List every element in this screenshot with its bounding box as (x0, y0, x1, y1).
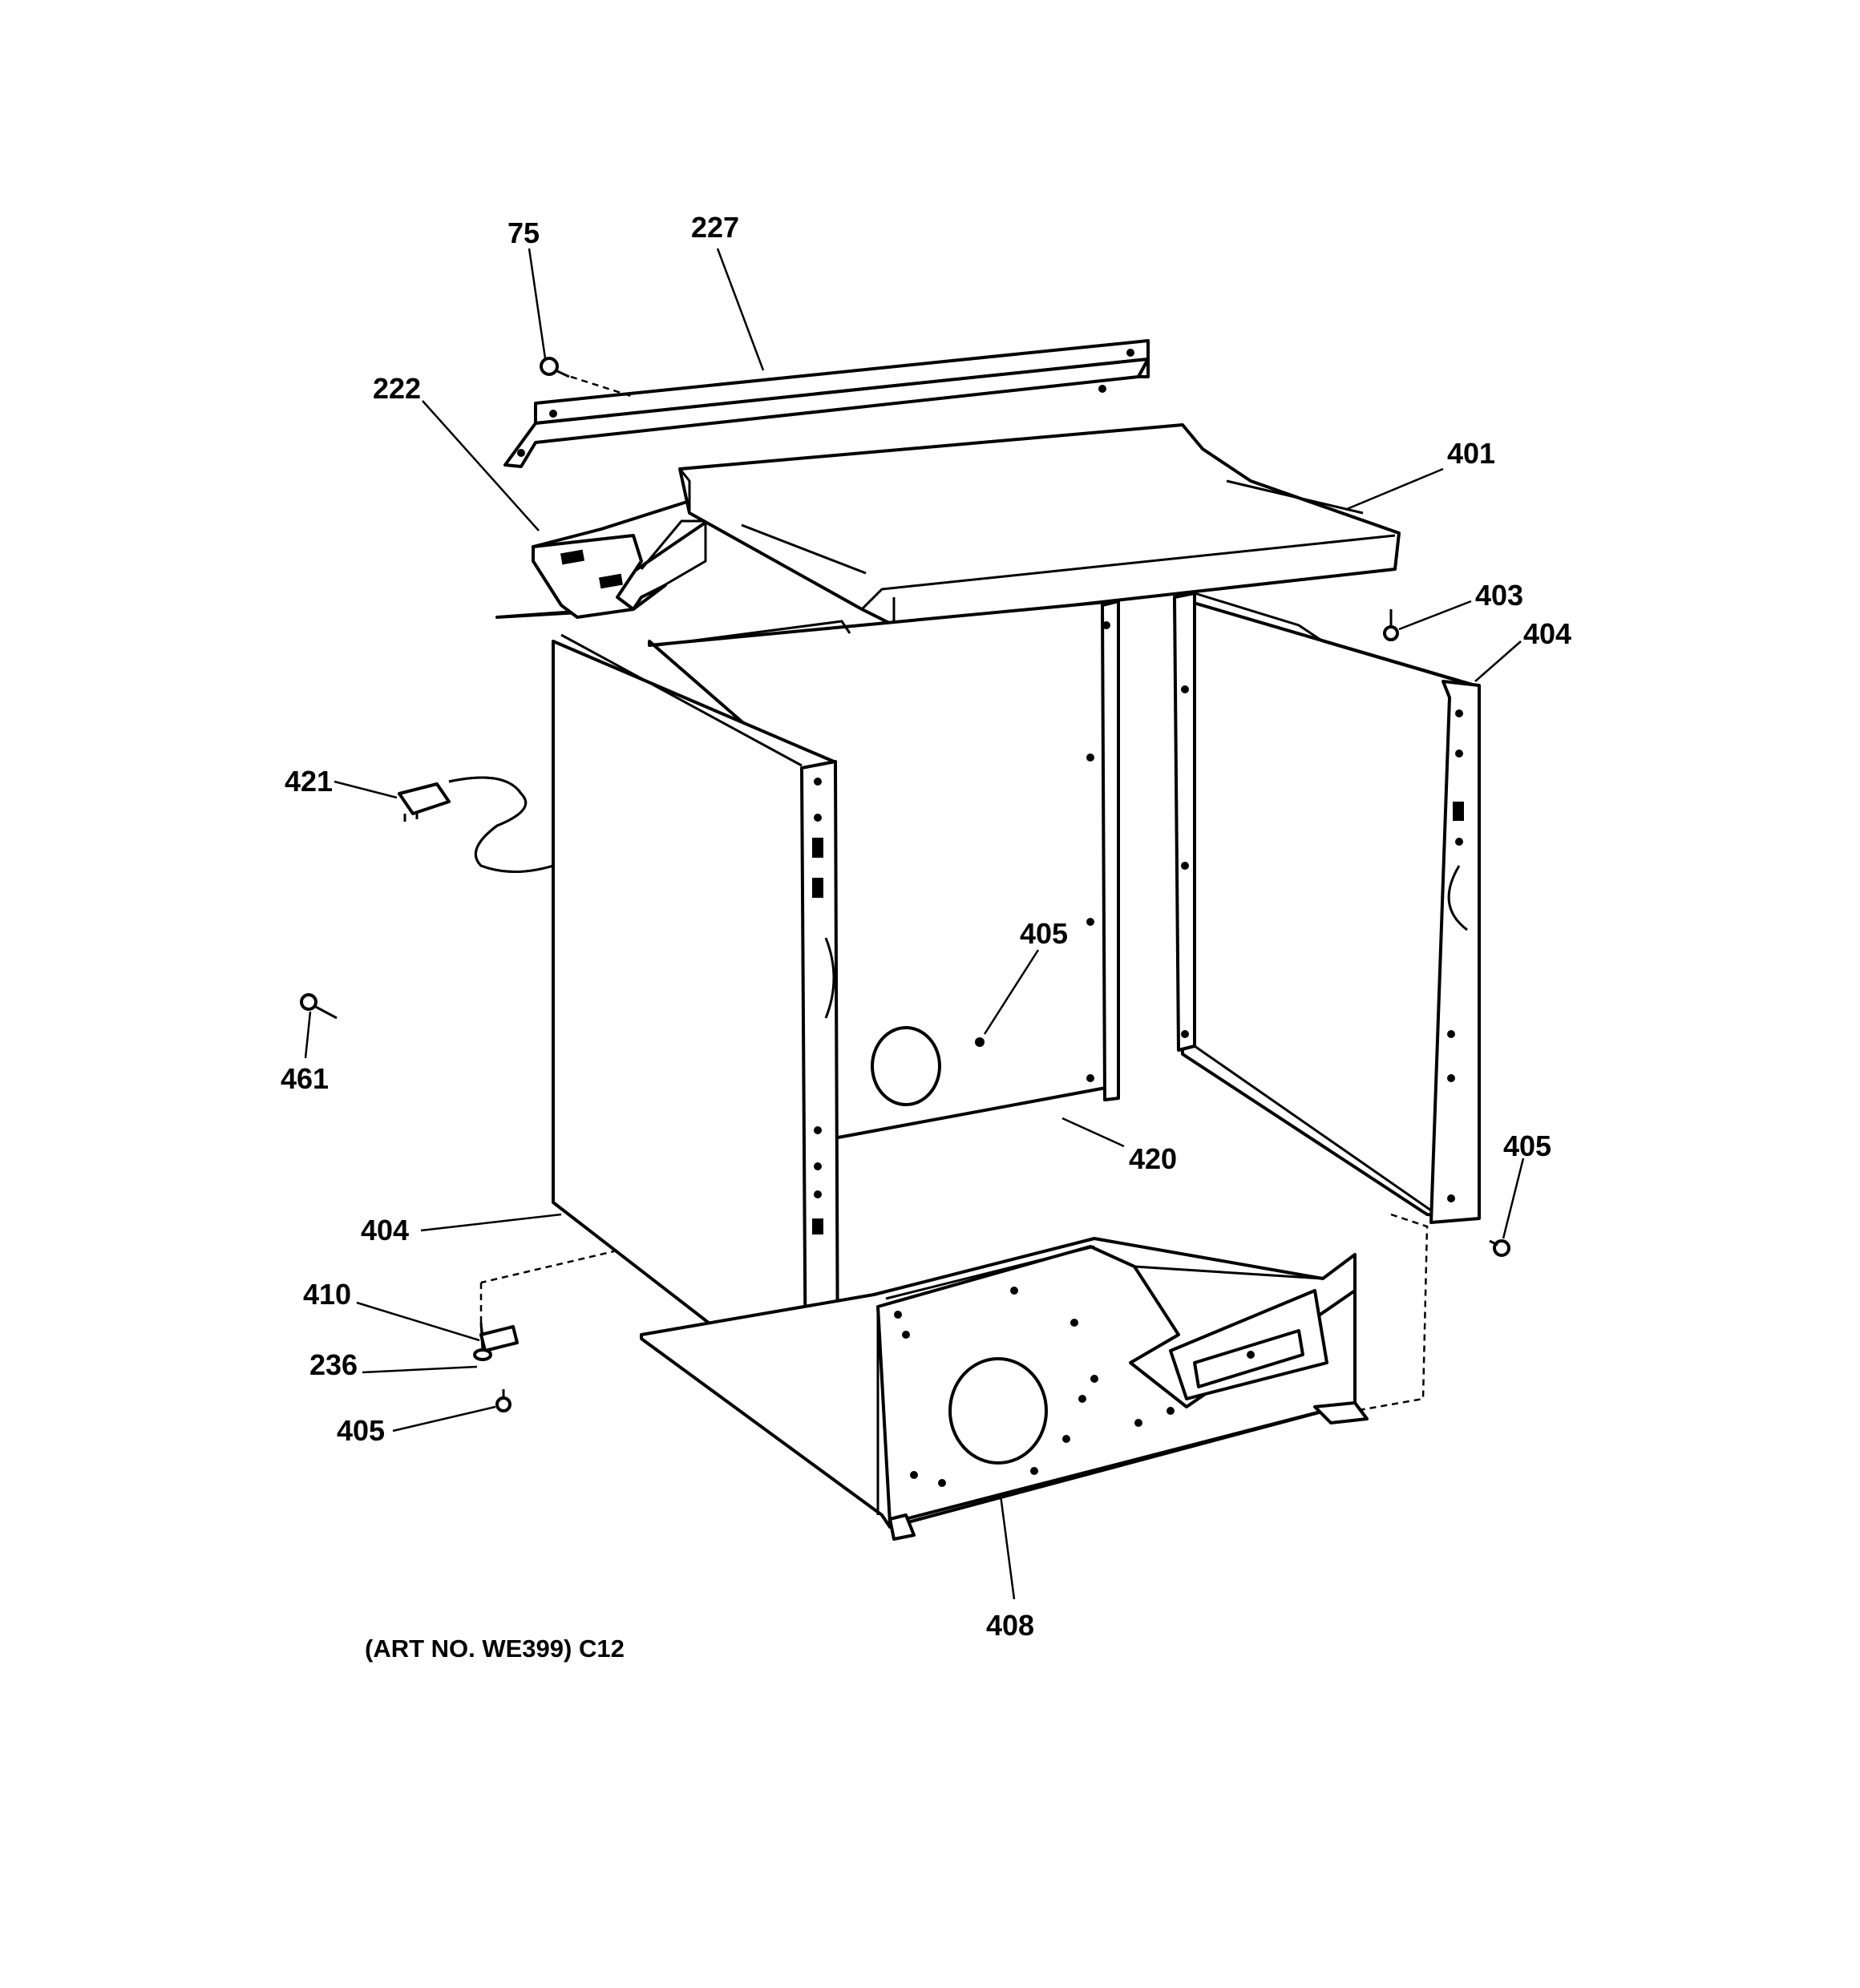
callout-222: 222 (373, 372, 421, 405)
part-405-bottom-screw (495, 1389, 512, 1412)
part-410-leveling-leg (479, 1283, 519, 1352)
part-222-front-bracket (495, 499, 715, 619)
art-number-label: (ART NO. WE399) C12 (365, 1634, 625, 1663)
callout-404-left: 404 (361, 1214, 409, 1247)
callout-405-back: 405 (1020, 917, 1068, 950)
callout-405-right: 405 (1503, 1129, 1551, 1162)
part-408-base (640, 1213, 1429, 1541)
part-404-right-side-panel (1173, 592, 1481, 1224)
callout-405-bottom: 405 (337, 1414, 385, 1447)
callout-75: 75 (507, 216, 540, 249)
part-401-top (678, 423, 1401, 627)
callout-227: 227 (691, 211, 739, 244)
part-75-screw (540, 357, 634, 398)
callout-labels: 75 227 222 401 403 404 421 405 461 420 4… (281, 211, 1571, 1663)
callout-420: 420 (1129, 1142, 1177, 1175)
callout-403: 403 (1475, 579, 1523, 612)
part-421-power-cord (398, 776, 554, 873)
part-236-foot-pad (473, 1348, 492, 1361)
part-403-screw (1383, 609, 1399, 641)
part-461-screw (300, 993, 338, 1020)
callout-236: 236 (309, 1348, 358, 1381)
part-405-right-screw (1489, 1239, 1510, 1257)
callout-410: 410 (303, 1278, 351, 1311)
part-405-back-screw (975, 1037, 985, 1047)
part-404-left-side-panel (480, 633, 839, 1400)
part-227-rear-bracket (503, 339, 1150, 468)
callout-461: 461 (281, 1062, 329, 1095)
callout-408: 408 (986, 1609, 1034, 1642)
callout-421: 421 (285, 765, 333, 798)
leader-lines (304, 248, 1525, 1600)
callout-404-right: 404 (1523, 617, 1571, 650)
callout-401: 401 (1447, 437, 1495, 470)
